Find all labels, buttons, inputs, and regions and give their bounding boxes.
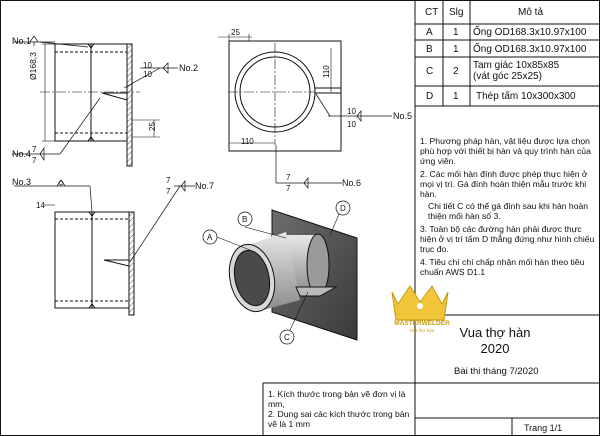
dim-weld5-bottom: 10 xyxy=(347,120,356,129)
table-row-a-qty: 1 xyxy=(453,27,459,38)
note-4: 4. Tiêu chí chí chấp nhận mối hàn theo t… xyxy=(420,257,585,278)
weld-label-no1: No.1 xyxy=(12,36,32,46)
dim-25-front: 25 xyxy=(148,122,157,131)
iso-callout-b: B xyxy=(242,215,248,224)
weld-label-no4: No.4 xyxy=(12,149,32,159)
contest-title: Vua thợ hàn xyxy=(459,325,531,340)
table-row-d-desc: Thép tấm 10x300x300 xyxy=(476,91,576,102)
dim-diameter: Ø168,3 xyxy=(28,52,38,80)
parts-table-grid xyxy=(415,0,600,107)
footnote-1: 1. Kích thước trong bản vẽ đơn vị là mm, xyxy=(268,389,406,410)
iso-callout-a: A xyxy=(207,233,213,242)
table-row-a-ct: A xyxy=(426,27,433,38)
dim-weld4-bottom: 7 xyxy=(32,156,37,165)
note-2-sub: Chi tiết C có thể gá đính sau khi hàn ho… xyxy=(428,201,589,222)
dim-14: 14 xyxy=(36,201,45,210)
iso-callout-d: D xyxy=(340,204,346,213)
isometric-view xyxy=(202,200,358,345)
page-label: Trang 1/1 xyxy=(524,423,563,433)
table-row-c-desc-2: (vát góc 25x25) xyxy=(473,71,542,82)
dim-weld2-top: 10 xyxy=(143,61,152,70)
note-3: 3. Toàn bộ các đường hàn phải được thực … xyxy=(420,224,595,255)
table-header-qty: Slg xyxy=(449,7,464,18)
dim-weld6-bottom: 7 xyxy=(286,184,291,193)
contest-year: 2020 xyxy=(480,341,510,356)
dim-weld2-bottom: 10 xyxy=(143,70,152,79)
logo-subtext: Vua thợ hàn xyxy=(409,328,435,333)
table-row-c-ct: C xyxy=(426,66,434,77)
dim-weld6-top: 7 xyxy=(286,173,291,182)
dim-weld7-bottom: 7 xyxy=(166,187,171,196)
dim-weld4-top: 7 xyxy=(32,145,37,154)
dim-110-vertical: 110 xyxy=(322,65,331,78)
weld-label-no5: No.5 xyxy=(393,111,413,121)
footnote-2: 2. Dung sai các kích thước trong bản vẽ … xyxy=(268,409,410,430)
table-header-ct: CT xyxy=(425,7,439,18)
dim-weld7-top: 7 xyxy=(166,176,171,185)
exam-label: Bài thi tháng 7/2020 xyxy=(454,366,539,377)
note-2: 2. Các mối hàn đính được phép thực hiện … xyxy=(420,169,588,200)
dim-110-horizontal: 110 xyxy=(241,137,254,146)
iso-callout-c: C xyxy=(284,333,290,342)
weld-label-no6: No.6 xyxy=(342,178,362,188)
table-row-b-qty: 1 xyxy=(453,44,459,55)
table-row-d-ct: D xyxy=(426,91,434,102)
logo-crown xyxy=(391,285,449,321)
logo-text: MASTERWELDER xyxy=(394,320,450,327)
table-row-d-qty: 1 xyxy=(453,91,459,102)
front-view xyxy=(12,35,178,167)
lower-front-view xyxy=(14,179,195,316)
table-row-c-qty: 2 xyxy=(453,66,459,77)
table-row-a-desc: Ống OD168.3x10.97x100 xyxy=(473,27,587,38)
side-view xyxy=(218,34,392,189)
weld-label-no3: No.3 xyxy=(12,177,32,187)
table-row-c-desc: Tam giác 10x85x85 xyxy=(473,60,560,71)
weld-label-no2: No.2 xyxy=(179,63,199,73)
table-row-b-desc: Ống OD168.3x10.97x100 xyxy=(473,44,587,55)
table-header-desc: Mô tả xyxy=(518,7,544,18)
weld-label-no7: No.7 xyxy=(195,181,215,191)
note-1: 1. Phương pháp hàn, vật liệu được lựa ch… xyxy=(420,136,591,167)
table-row-b-ct: B xyxy=(426,44,433,55)
dim-weld5-top: 10 xyxy=(347,107,356,116)
dim-25-side: 25 xyxy=(231,28,240,37)
